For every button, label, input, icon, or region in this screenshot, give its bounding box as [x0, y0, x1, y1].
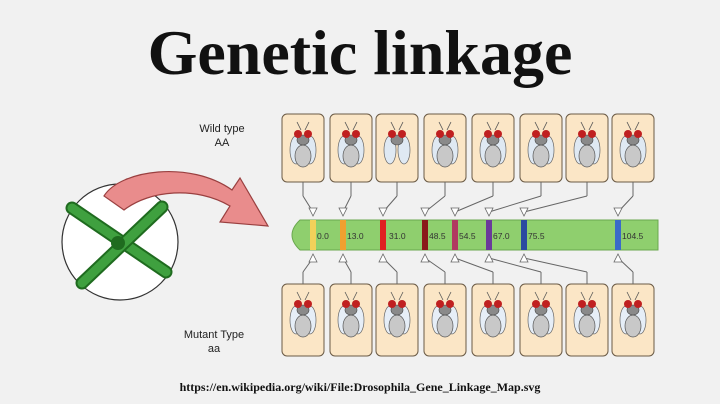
fly-icon [527, 291, 555, 338]
locus-marker: 104.5 [615, 220, 644, 250]
locus-position-label: 48.5 [429, 231, 446, 241]
page-title: Genetic linkage [147, 17, 573, 88]
locus-marker: 0.0 [310, 220, 329, 250]
fly-icon [619, 121, 647, 168]
mutant-type-card [519, 253, 609, 357]
fly-icon [289, 121, 317, 168]
mutant-type-card [450, 253, 515, 357]
wild-type-card [450, 113, 515, 217]
mutant-type-name: Mutant Type [183, 329, 245, 341]
mutant-type-card [329, 253, 373, 357]
chromatid-x [65, 200, 173, 290]
locus-marker: 54.5 [452, 220, 476, 250]
wild-type-card [281, 113, 325, 217]
locus-marker: 13.0 [340, 220, 364, 250]
mutant-type-card [611, 253, 655, 357]
locus-marker: 31.0 [380, 220, 406, 250]
chromosome-illustration [61, 183, 179, 301]
mutant-type-card [281, 253, 325, 357]
source-url: https://en.wikipedia.org/wiki/File:Droso… [179, 380, 541, 394]
locus-position-label: 75.5 [528, 231, 545, 241]
wild-type-name: Wild type [199, 123, 245, 135]
fly-icon [479, 291, 507, 338]
fly-icon [573, 291, 601, 338]
mutant-type-card [375, 253, 419, 357]
fly-icon [383, 291, 411, 338]
fly-icon [337, 291, 365, 338]
wild-type-label: Wild type AA [180, 122, 264, 150]
fly-icon [527, 121, 555, 168]
wild-type-genotype: AA [214, 137, 230, 149]
locus-position-label: 54.5 [459, 231, 476, 241]
locus-position-label: 104.5 [622, 231, 644, 241]
fly-icon [289, 291, 317, 338]
fly-icon [479, 121, 507, 168]
fly-icon [383, 121, 411, 165]
loci-layer: 0.0 13.0 31.0 48.5 54.5 67.0 75.5 104.5 [310, 220, 644, 250]
wild-type-card [375, 113, 419, 217]
locus-marker: 48.5 [422, 220, 446, 250]
mutant-type-card [484, 253, 563, 357]
locus-position-label: 13.0 [347, 231, 364, 241]
wild-type-card [484, 113, 563, 217]
mutant-type-label: Mutant Type aa [164, 328, 264, 356]
wild-type-cards [281, 113, 655, 217]
locus-position-label: 67.0 [493, 231, 510, 241]
locus-position-label: 31.0 [389, 231, 406, 241]
mutant-type-genotype: aa [207, 343, 221, 355]
mutant-type-cards [281, 253, 655, 357]
fly-icon [337, 121, 365, 168]
fly-icon [431, 291, 459, 338]
wild-type-card [420, 113, 467, 217]
big-curved-arrow [103, 171, 270, 227]
wild-type-card [611, 113, 655, 217]
fly-icon [431, 121, 459, 168]
wild-type-card [329, 113, 373, 217]
locus-position-label: 0.0 [317, 231, 329, 241]
fly-icon [573, 121, 601, 168]
wild-type-card [519, 113, 609, 217]
locus-marker: 75.5 [521, 220, 545, 250]
locus-marker: 67.0 [486, 220, 510, 250]
mutant-type-card [420, 253, 467, 357]
fly-icon [619, 291, 647, 338]
